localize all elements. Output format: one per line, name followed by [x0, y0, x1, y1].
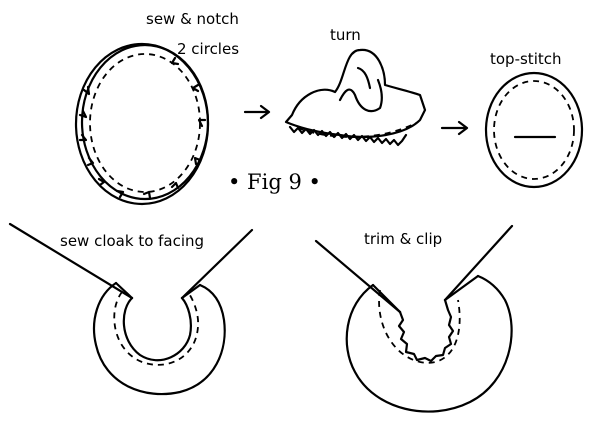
trim-and-clip-drawing: [314, 224, 514, 413]
cloak-facing-drawing: [8, 222, 254, 396]
label-top-stitch: top-stitch: [490, 50, 562, 68]
label-trim-clip: trim & clip: [364, 230, 443, 248]
sewn-circles-drawing: [74, 42, 210, 206]
label-sew-cloak: sew cloak to facing: [60, 232, 205, 250]
topstitched-circle-drawing: [484, 71, 584, 189]
figure-caption: • Fig 9 •: [228, 170, 321, 194]
label-turn: turn: [330, 26, 361, 44]
arrow-right-icon: [243, 104, 271, 120]
arrow-right-icon: [440, 120, 469, 136]
label-sew-notch: sew & notch: [146, 10, 239, 28]
label-two-circles: 2 circles: [177, 40, 240, 58]
turned-piece-drawing: [284, 48, 427, 147]
